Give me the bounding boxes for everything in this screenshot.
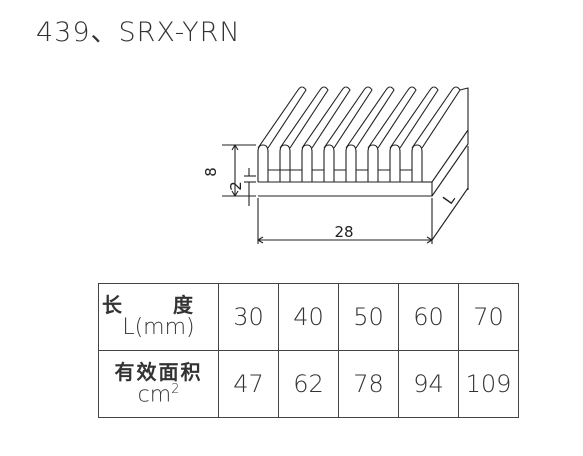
table-row-length: 长 度 L(mm) 30 40 50 60 70 [98, 283, 519, 351]
length-cell: 40 [278, 283, 339, 351]
page-title: 439、SRX-YRN [36, 17, 241, 48]
heatsink-front-fins [257, 144, 432, 183]
area-cell: 78 [338, 350, 399, 418]
length-cell: 50 [338, 283, 399, 351]
area-header-unit-wrap: cm2 [99, 381, 218, 408]
area-cell: 47 [218, 350, 279, 418]
area-header-unit: cm [137, 382, 172, 408]
dim-length-lines [431, 146, 469, 241]
heatsink-drawing: 8 2 28 L [202, 86, 469, 244]
area-cell: 109 [458, 350, 519, 418]
area-header-cn: 有效面积 [114, 359, 203, 384]
dim-base-label: 2 [227, 181, 245, 191]
area-cell: 62 [278, 350, 339, 418]
dim-width-label: 28 [334, 223, 353, 241]
table-row-area: 有效面积 cm2 47 62 78 94 109 [98, 350, 519, 418]
length-cell: 70 [458, 283, 519, 351]
heatsink-base-outline [258, 181, 433, 197]
dim-height-label: 8 [202, 167, 220, 177]
area-cell: 94 [398, 350, 459, 418]
dim-base-lines [244, 168, 256, 206]
heatsink-fin-depth-lines [257, 86, 469, 197]
length-header: 长 度 L(mm) [98, 283, 219, 351]
length-header-unit: L(mm) [122, 314, 195, 340]
area-header: 有效面积 cm2 [98, 350, 219, 418]
spec-table: 长 度 L(mm) 30 40 50 60 70 有效面积 cm2 47 62 … [98, 283, 519, 418]
length-cell: 60 [398, 283, 459, 351]
length-header-cn: 长 度 [102, 292, 215, 317]
dim-height-lines [222, 144, 256, 197]
length-cell: 30 [218, 283, 279, 351]
area-header-sup: 2 [171, 381, 180, 397]
